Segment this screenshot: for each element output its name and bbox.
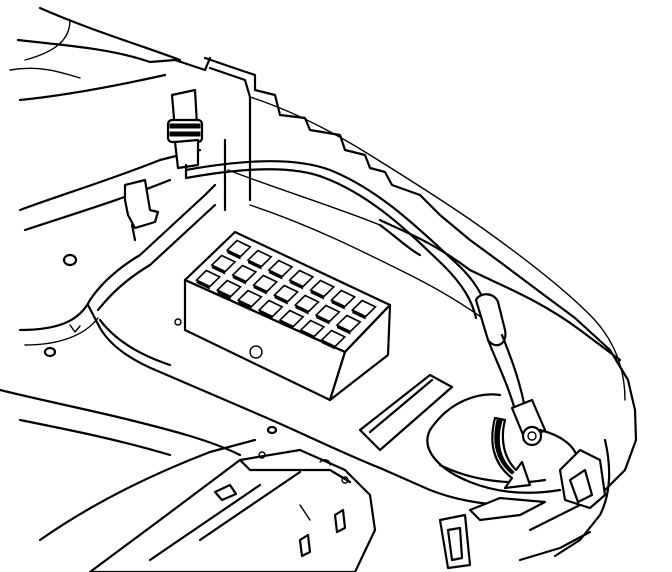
fuse-cell-shadow [316, 315, 330, 325]
fuse-cell-shadow [352, 310, 366, 320]
fender-panel [203, 56, 638, 532]
fuse-cell-shadow [232, 275, 247, 285]
edge-trim [518, 438, 611, 562]
fuse-cell-shadow [211, 265, 226, 275]
rotate-arrow-icon [491, 416, 532, 490]
fuse-cell-shadow [268, 270, 283, 280]
fuse-cell-shadow [274, 295, 288, 305]
fuse-cell-shadow [331, 300, 345, 310]
fuse-block [183, 230, 392, 402]
body-panel [9, 6, 212, 232]
fuse-cell-shadow [279, 320, 294, 330]
fuse-tray [18, 183, 512, 507]
fuse-cell-shadow [217, 290, 231, 300]
mounting-slot [358, 373, 454, 452]
fuse-cell-shadow [300, 330, 315, 340]
fuse-cell-shadow [289, 280, 304, 290]
lower-component [0, 388, 377, 572]
ground-cable [184, 160, 580, 462]
fuse-cell-shadow [248, 260, 262, 270]
fuse-cell-shadow [310, 290, 324, 300]
fuse-cell-shadow [227, 250, 241, 260]
floor-details [43, 253, 278, 435]
fuse-cell-shadow [238, 300, 252, 310]
fuse-cell-shadow [196, 280, 210, 290]
fuse-cell-shadow [259, 310, 273, 320]
fuse-cell-shadow [295, 305, 309, 315]
fuse-cells [195, 239, 377, 350]
fuse-cell-shadow [321, 340, 336, 350]
connector [123, 88, 204, 242]
ground-mount [426, 393, 607, 570]
fuse-cell-shadow [336, 325, 351, 335]
fuse-cell-shadow [253, 285, 267, 295]
